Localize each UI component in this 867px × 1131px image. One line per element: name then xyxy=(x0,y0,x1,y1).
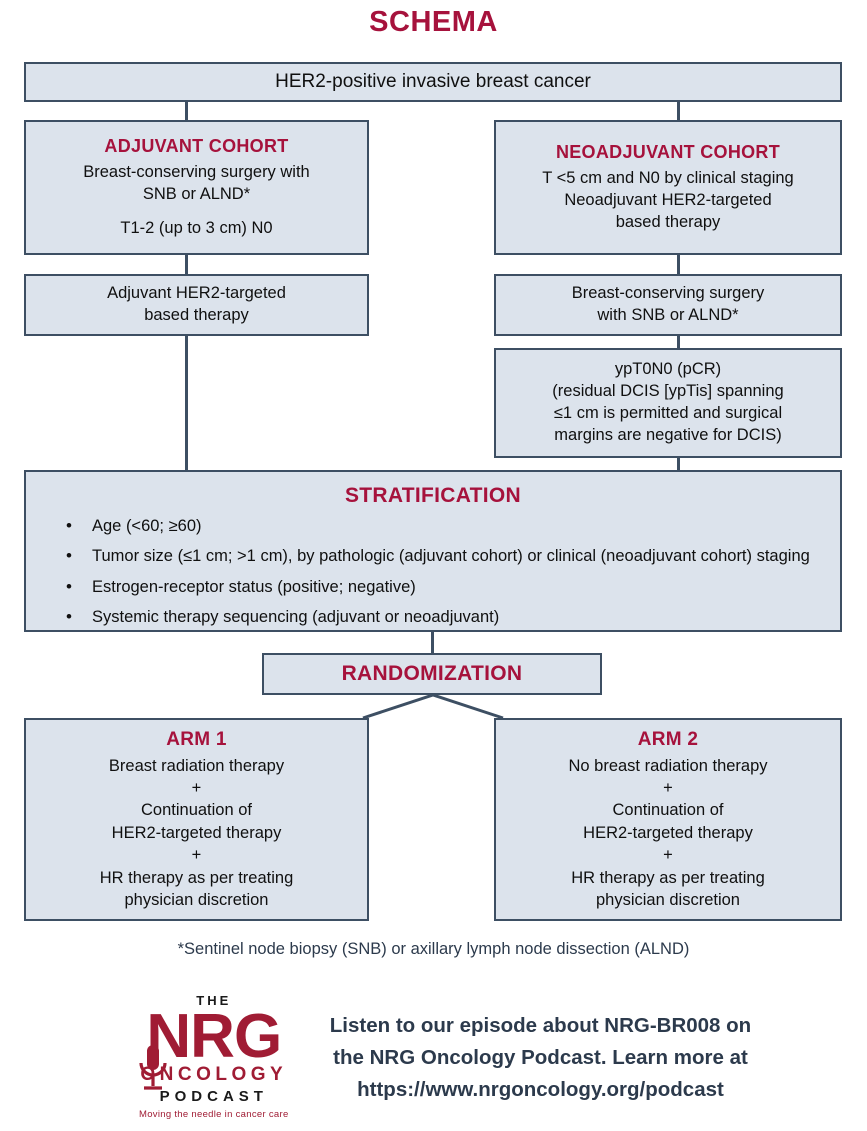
arm-1-line-4: HR therapy as per treating xyxy=(99,868,294,887)
arm-1-line-1: Breast radiation therapy xyxy=(108,756,285,775)
connector-stratification-to-randomization xyxy=(431,632,434,653)
arm-1-line-5: physician discretion xyxy=(124,891,269,910)
stratification-item: Age (<60; ≥60) xyxy=(60,515,822,538)
promo-line-2: the NRG Oncology Podcast. Learn more at xyxy=(333,1046,748,1070)
box-arm-1: ARM 1 Breast radiation therapy + Continu… xyxy=(24,718,369,921)
box-adjuvant-cohort: ADJUVANT COHORT Breast-conserving surger… xyxy=(24,120,369,255)
connector-adjuvant-cohort-to-therapy xyxy=(185,255,188,274)
pcr-line-2: (residual DCIS [ypTis] spanning xyxy=(552,382,784,401)
logo-nrg-text: NRG xyxy=(146,1002,282,1071)
pcr-line-1: ypT0N0 (pCR) xyxy=(614,360,722,379)
stratification-item: Tumor size (≤1 cm; >1 cm), by pathologic… xyxy=(60,545,822,568)
box-pcr-criteria: ypT0N0 (pCR) (residual DCIS [ypTis] span… xyxy=(494,348,842,458)
arm-1-heading: ARM 1 xyxy=(166,729,227,751)
box-randomization: RANDOMIZATION xyxy=(262,653,602,695)
neoadjuvant-surgery-line-1: Breast-conserving surgery xyxy=(571,284,765,303)
box-population: HER2-positive invasive breast cancer xyxy=(24,62,842,102)
connector-top-to-adjuvant xyxy=(185,102,188,120)
arm-2-plus-1: + xyxy=(663,779,673,798)
box-arm-2: ARM 2 No breast radiation therapy + Cont… xyxy=(494,718,842,921)
logo-the-text: THE xyxy=(196,993,232,1008)
stratification-item: Systemic therapy sequencing (adjuvant or… xyxy=(60,606,822,629)
arm-1-line-2: Continuation of xyxy=(141,801,252,820)
box-stratification: STRATIFICATION Age (<60; ≥60) Tumor size… xyxy=(24,470,842,632)
page-title: SCHEMA xyxy=(369,6,498,38)
microphone-icon xyxy=(139,1045,167,1090)
arm-1-plus-1: + xyxy=(191,779,202,798)
arm-1-line-3: HER2-targeted therapy xyxy=(111,823,282,842)
adjuvant-therapy-line-1: Adjuvant HER2-targeted xyxy=(107,284,286,303)
box-adjuvant-therapy: Adjuvant HER2-targeted based therapy xyxy=(24,274,369,336)
connector-pcr-to-stratification xyxy=(677,458,680,470)
arm-2-line-2: Continuation of xyxy=(612,801,724,820)
promo-line-3[interactable]: https://www.nrgoncology.org/podcast xyxy=(357,1077,724,1101)
podcast-promo-text: Listen to our episode about NRG-BR008 on… xyxy=(330,1010,751,1105)
arm-2-plus-2: + xyxy=(663,846,673,865)
neoadjuvant-surgery-line-2: with SNB or ALND* xyxy=(597,306,739,324)
arm-1-plus-2: + xyxy=(191,846,202,865)
logo-podcast-text: PODCAST xyxy=(159,1087,268,1105)
randomization-heading: RANDOMIZATION xyxy=(341,662,523,686)
arm-2-heading: ARM 2 xyxy=(637,729,699,751)
arm-2-line-5: physician discretion xyxy=(596,891,740,910)
neoadjuvant-cohort-line-1: T <5 cm and N0 by clinical staging xyxy=(542,169,794,188)
stratification-heading: STRATIFICATION xyxy=(344,484,522,507)
connector-adjuvant-therapy-to-stratification xyxy=(185,336,188,470)
adjuvant-cohort-line-3: T1-2 (up to 3 cm) N0 xyxy=(120,219,273,238)
adjuvant-therapy-line-2: based therapy xyxy=(144,306,249,324)
logo-oncology-text: ONCOLOGY xyxy=(140,1064,288,1086)
pcr-line-3: ≤1 cm is permitted and surgical xyxy=(553,404,783,422)
connector-top-to-neoadjuvant xyxy=(677,102,680,120)
arm-2-line-4: HR therapy as per treating xyxy=(571,868,765,887)
box-neoadjuvant-surgery: Breast-conserving surgery with SNB or AL… xyxy=(494,274,842,336)
box-neoadjuvant-cohort: NEOADJUVANT COHORT T <5 cm and N0 by cli… xyxy=(494,120,842,255)
pcr-line-4: margins are negative for DCIS) xyxy=(554,425,782,444)
connector-randomization-split xyxy=(362,693,504,720)
population-label: HER2-positive invasive breast cancer xyxy=(275,71,591,93)
footnote: *Sentinel node biopsy (SNB) or axillary … xyxy=(177,940,690,958)
arm-2-line-3: HER2-targeted therapy xyxy=(583,823,753,842)
stratification-item: Estrogen-receptor status (positive; nega… xyxy=(60,576,822,599)
neoadjuvant-cohort-line-2: Neoadjuvant HER2-targeted xyxy=(564,191,772,209)
podcast-promo: THE NRG ONCOLOGY PODCAST Moving the need… xyxy=(0,988,867,1128)
arm-2-line-1: No breast radiation therapy xyxy=(568,756,768,775)
promo-line-1: Listen to our episode about NRG-BR008 on xyxy=(329,1014,752,1038)
connector-surgery-to-pcr xyxy=(677,336,680,348)
adjuvant-cohort-line-2: SNB or ALND* xyxy=(142,184,251,203)
nrg-oncology-podcast-logo: THE NRG ONCOLOGY PODCAST Moving the need… xyxy=(116,987,312,1129)
stratification-list: Age (<60; ≥60) Tumor size (≤1 cm; >1 cm)… xyxy=(26,515,840,638)
connector-neoadjuvant-cohort-to-surgery xyxy=(677,255,680,274)
neoadjuvant-cohort-line-3: based therapy xyxy=(615,212,721,231)
adjuvant-cohort-heading: ADJUVANT COHORT xyxy=(104,135,289,156)
adjuvant-cohort-line-1: Breast-conserving surgery with xyxy=(83,162,310,181)
neoadjuvant-cohort-heading: NEOADJUVANT COHORT xyxy=(555,142,781,163)
logo-tagline: Moving the needle in cancer care xyxy=(139,1108,289,1120)
